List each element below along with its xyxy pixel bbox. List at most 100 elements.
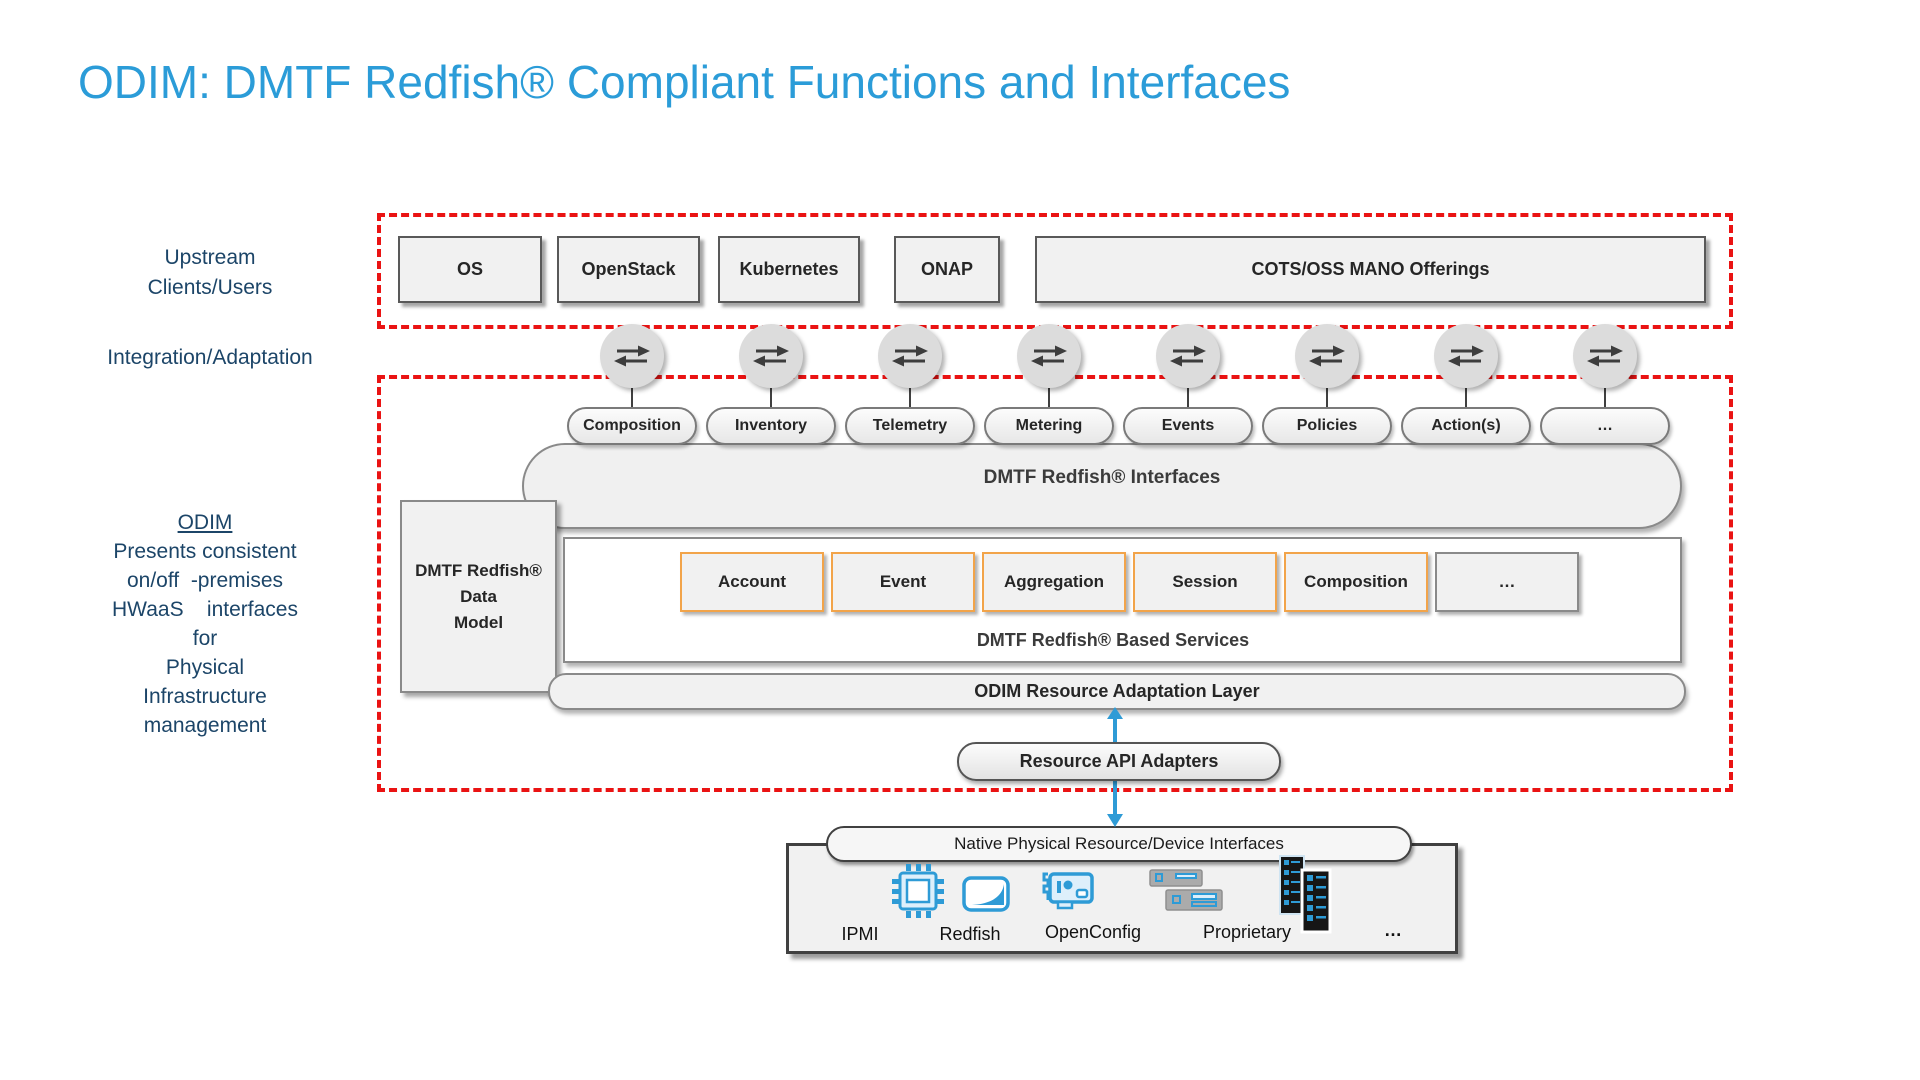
adapter-circle xyxy=(1156,324,1220,388)
bidirectional-arrows-icon xyxy=(611,342,653,370)
service-box: Account xyxy=(680,552,824,612)
api-adapters-pill: Resource API Adapters xyxy=(957,742,1281,781)
native-interfaces-pill: Native Physical Resource/Device Interfac… xyxy=(826,826,1412,862)
odim-line: for xyxy=(192,627,218,650)
interface-pill: Action(s) xyxy=(1401,407,1531,445)
connector-line xyxy=(1187,388,1189,409)
rack-servers-icon xyxy=(1276,854,1338,934)
interface-pill: Events xyxy=(1123,407,1253,445)
adaptation-layer-pill: ODIM Resource Adaptation Layer xyxy=(548,673,1686,710)
bidirectional-arrows-icon xyxy=(750,342,792,370)
service-box: Event xyxy=(831,552,975,612)
api-adapters-label: Resource API Adapters xyxy=(1019,751,1219,771)
upstream-client-label: COTS/OSS MANO Offerings xyxy=(1251,259,1490,279)
native-item-label: OpenConfig xyxy=(1044,922,1142,942)
interface-pill-label: Composition xyxy=(583,417,681,434)
interface-pill: Telemetry xyxy=(845,407,975,445)
interface-pill-label: Telemetry xyxy=(872,417,948,434)
data-model-line: Model xyxy=(453,612,504,632)
bidirectional-arrows-icon xyxy=(1167,342,1209,370)
service-box-more: … xyxy=(1435,552,1579,612)
connector-line xyxy=(1048,388,1050,409)
connector-line xyxy=(1604,388,1606,409)
upstream-client-box: COTS/OSS MANO Offerings xyxy=(1035,236,1706,303)
adapter-circle xyxy=(1434,324,1498,388)
service-label: Aggregation xyxy=(1003,572,1105,591)
page-title: ODIM: DMTF Redfish® Compliant Functions … xyxy=(78,56,1291,108)
connector-line xyxy=(770,388,772,409)
upstream-boundary-box xyxy=(377,213,1733,329)
upstream-clients-label: Upstream Clients/Users xyxy=(95,243,325,303)
connector-line xyxy=(631,388,633,409)
interface-pill-label: Metering xyxy=(1015,417,1083,434)
arrow-down-icon xyxy=(1103,780,1127,828)
based-services-caption: DMTF Redfish® Based Services xyxy=(976,630,1250,650)
adapter-circle xyxy=(1295,324,1359,388)
data-model-box: DMTF Redfish® Data Model xyxy=(400,500,557,693)
interface-pill-label: … xyxy=(1597,417,1613,434)
service-label: Event xyxy=(879,572,927,591)
interface-pill-label: Inventory xyxy=(734,417,807,434)
bidirectional-arrows-icon xyxy=(1584,342,1626,370)
chip-icon xyxy=(890,862,946,920)
arrow-up-icon xyxy=(1103,707,1127,745)
interface-pill: … xyxy=(1540,407,1670,445)
integration-adaptation-label: Integration/Adaptation xyxy=(107,346,313,369)
upstream-clients-label-line1: Upstream xyxy=(164,246,256,269)
bidirectional-arrows-icon xyxy=(1028,342,1070,370)
adapter-circle xyxy=(1573,324,1637,388)
odim-line: on/off -premises xyxy=(126,569,283,592)
upstream-client-box: OS xyxy=(398,236,542,303)
bidirectional-arrows-icon xyxy=(889,342,931,370)
odim-line: Physical xyxy=(165,656,245,679)
adapter-circle xyxy=(739,324,803,388)
service-label: Account xyxy=(718,572,786,591)
upstream-client-label: ONAP xyxy=(920,259,973,279)
interface-pill-label: Action(s) xyxy=(1431,417,1501,434)
service-label: Session xyxy=(1172,572,1238,591)
service-box: Composition xyxy=(1284,552,1428,612)
network-card-icon xyxy=(1040,870,1096,914)
odim-description: ODIM Presents consistent on/off -premise… xyxy=(85,508,325,740)
upstream-client-box: Kubernetes xyxy=(718,236,860,303)
service-label: Composition xyxy=(1304,572,1408,591)
odim-line: Presents consistent xyxy=(113,540,297,563)
interface-pill-label: Events xyxy=(1161,417,1215,434)
bidirectional-arrows-icon xyxy=(1445,342,1487,370)
native-item-label: Redfish xyxy=(939,924,1001,944)
interface-pill-label: Policies xyxy=(1296,417,1358,434)
upstream-client-box: OpenStack xyxy=(557,236,700,303)
interface-pill: Composition xyxy=(567,407,697,445)
service-label: … xyxy=(1498,572,1516,591)
redfish-swoosh-icon xyxy=(962,876,1010,912)
service-box: Session xyxy=(1133,552,1277,612)
native-item-label: … xyxy=(1384,920,1402,940)
odim-heading: ODIM xyxy=(177,511,233,534)
native-item-label: IPMI xyxy=(841,924,879,944)
upstream-client-label: OpenStack xyxy=(581,259,676,279)
upstream-clients-label-line2: Clients/Users xyxy=(147,276,273,299)
adapter-circle xyxy=(878,324,942,388)
redfish-interfaces-label: DMTF Redfish® Interfaces xyxy=(983,467,1221,488)
connector-line xyxy=(909,388,911,409)
data-model-line: DMTF Redfish® xyxy=(415,560,542,580)
bidirectional-arrows-icon xyxy=(1306,342,1348,370)
adapter-circle xyxy=(600,324,664,388)
odim-line: HWaaS interfaces xyxy=(112,598,298,621)
service-box: Aggregation xyxy=(982,552,1126,612)
interface-pill: Policies xyxy=(1262,407,1392,445)
adaptation-layer-label: ODIM Resource Adaptation Layer xyxy=(974,681,1260,701)
connector-line xyxy=(1326,388,1328,409)
data-model-line: Data xyxy=(460,586,497,606)
redfish-interfaces-band: DMTF Redfish® Interfaces xyxy=(522,443,1682,529)
upstream-client-box: ONAP xyxy=(894,236,1000,303)
upstream-client-label: OS xyxy=(456,259,483,279)
connector-line xyxy=(1465,388,1467,409)
native-interfaces-title: Native Physical Resource/Device Interfac… xyxy=(954,834,1284,853)
odim-line: management xyxy=(143,714,267,737)
interface-pill: Metering xyxy=(984,407,1114,445)
server-stack-icon xyxy=(1148,866,1224,916)
adapter-circle xyxy=(1017,324,1081,388)
odim-line: Infrastructure xyxy=(143,685,267,708)
